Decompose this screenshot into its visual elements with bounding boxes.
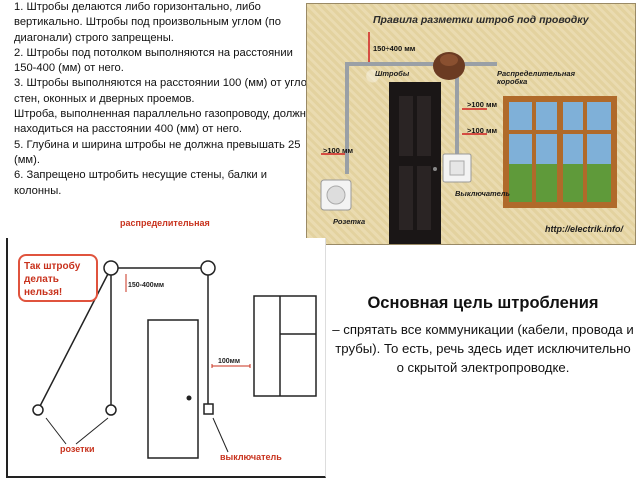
sketch-drawing xyxy=(32,260,317,459)
diagonal-groove xyxy=(37,267,112,411)
door xyxy=(389,82,441,244)
rule-1: 1. Штробы делаются либо горизонтально, л… xyxy=(14,1,281,44)
junction-box-label: Распределительная коробка xyxy=(497,69,575,86)
rules-list: 1. Штробы делаются либо горизонтально, л… xyxy=(14,0,314,199)
main-title: Основная цель штробления xyxy=(367,294,599,312)
ceiling-dist-label: 150÷400 мм xyxy=(373,44,416,53)
sketch-junction-label: распределительная xyxy=(120,218,210,228)
illustration-title: Правила разметки штроб под проводку xyxy=(373,14,589,26)
sockets-label: розетки xyxy=(60,444,95,454)
socket-circle-2 xyxy=(105,404,117,416)
rule-2: 2. Штробы под потолком выполняются на ра… xyxy=(14,46,293,75)
rule-3: 3. Штробы выполняются на расстоянии 100 … xyxy=(14,77,313,105)
wall-drawing xyxy=(320,32,617,244)
warning-callout: Так штробу делать нельзя! xyxy=(18,254,98,302)
junction-circle-2 xyxy=(200,260,216,276)
sketch-door xyxy=(147,319,199,459)
wiring-sketch: Так штробу делать нельзя! распределитель… xyxy=(6,218,326,478)
socket-circle-1 xyxy=(32,404,44,416)
sketch-ceiling-dist: 150-400мм xyxy=(128,282,165,289)
switch-sketch-label: выключатель xyxy=(220,452,282,462)
switch-label: Выключатель xyxy=(455,189,510,198)
junction-circle-1 xyxy=(103,260,119,276)
groove-left xyxy=(345,62,447,174)
rule-5: 5. Глубина и ширина штробы не должна пре… xyxy=(14,138,301,166)
switch-square xyxy=(203,403,214,415)
socket-label: Розетка xyxy=(333,217,366,226)
source-url: http://electrik.info/ xyxy=(544,224,623,234)
dist-label-c: >100 мм xyxy=(323,146,354,155)
rule-6: 6. Запрещено штробить несущие стены, бал… xyxy=(14,169,268,197)
dist-label-a: >100 мм xyxy=(467,100,498,109)
sketch-dist-100: 100мм xyxy=(218,358,241,365)
main-description: – спрятать все коммуникации (кабели, про… xyxy=(332,322,634,375)
rule-4: Штроба, выполненная параллельно газопров… xyxy=(14,108,313,136)
warning-text: Так штробу делать нельзя! xyxy=(24,261,81,298)
wall-illustration: Правила разметки штроб под проводку 150÷… xyxy=(306,3,636,245)
dist-label-b: >100 мм xyxy=(467,126,498,135)
grooves-label: Штробы xyxy=(375,69,410,78)
sketch-window xyxy=(253,295,317,397)
